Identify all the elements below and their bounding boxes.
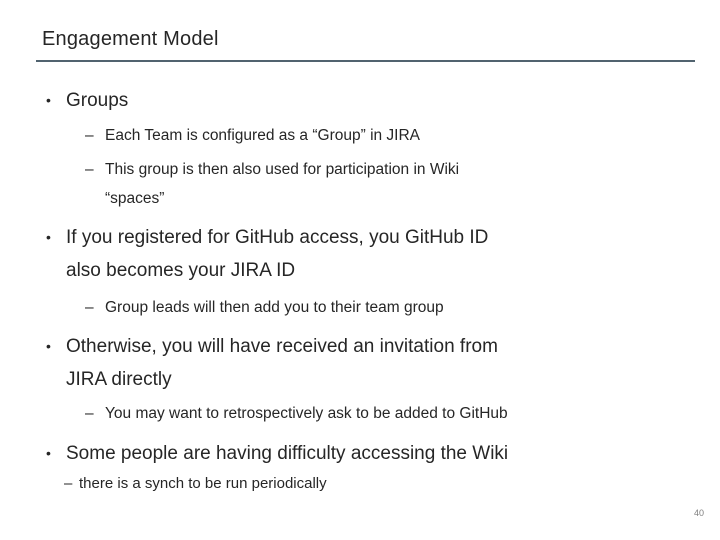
bullet-text: Otherwise, you will have received an inv… [66,336,498,390]
bullet-text: If you registered for GitHub access, you… [66,227,489,281]
bullet-text: Some people are having difficulty access… [66,443,509,464]
dash-icon: – [64,475,73,492]
title-divider [36,60,695,62]
bullet-text: Groups [66,90,129,111]
dash-icon: – [85,161,94,178]
dash-icon: – [85,405,94,422]
page-number: 40 [693,508,704,518]
sub-bullet-text: You may want to retrospectively ask to b… [105,405,508,422]
sub-bullet-text: This group is then also used for partici… [105,161,460,207]
dash-icon: – [85,127,94,144]
dash-icon: – [85,299,94,316]
bullet-dot-icon: • [46,338,51,354]
bullet-dot-icon: • [46,92,51,108]
bullet-dot-icon: • [46,229,51,245]
bullet-dot-icon: • [46,445,51,461]
slide-title: Engagement Model [42,28,219,50]
sub-bullet-text: Each Team is configured as a “Group” in … [105,127,421,144]
sub-bullet-text: Group leads will then add you to their t… [105,299,444,316]
sub-bullet-text: there is a synch to be run periodically [79,475,327,492]
